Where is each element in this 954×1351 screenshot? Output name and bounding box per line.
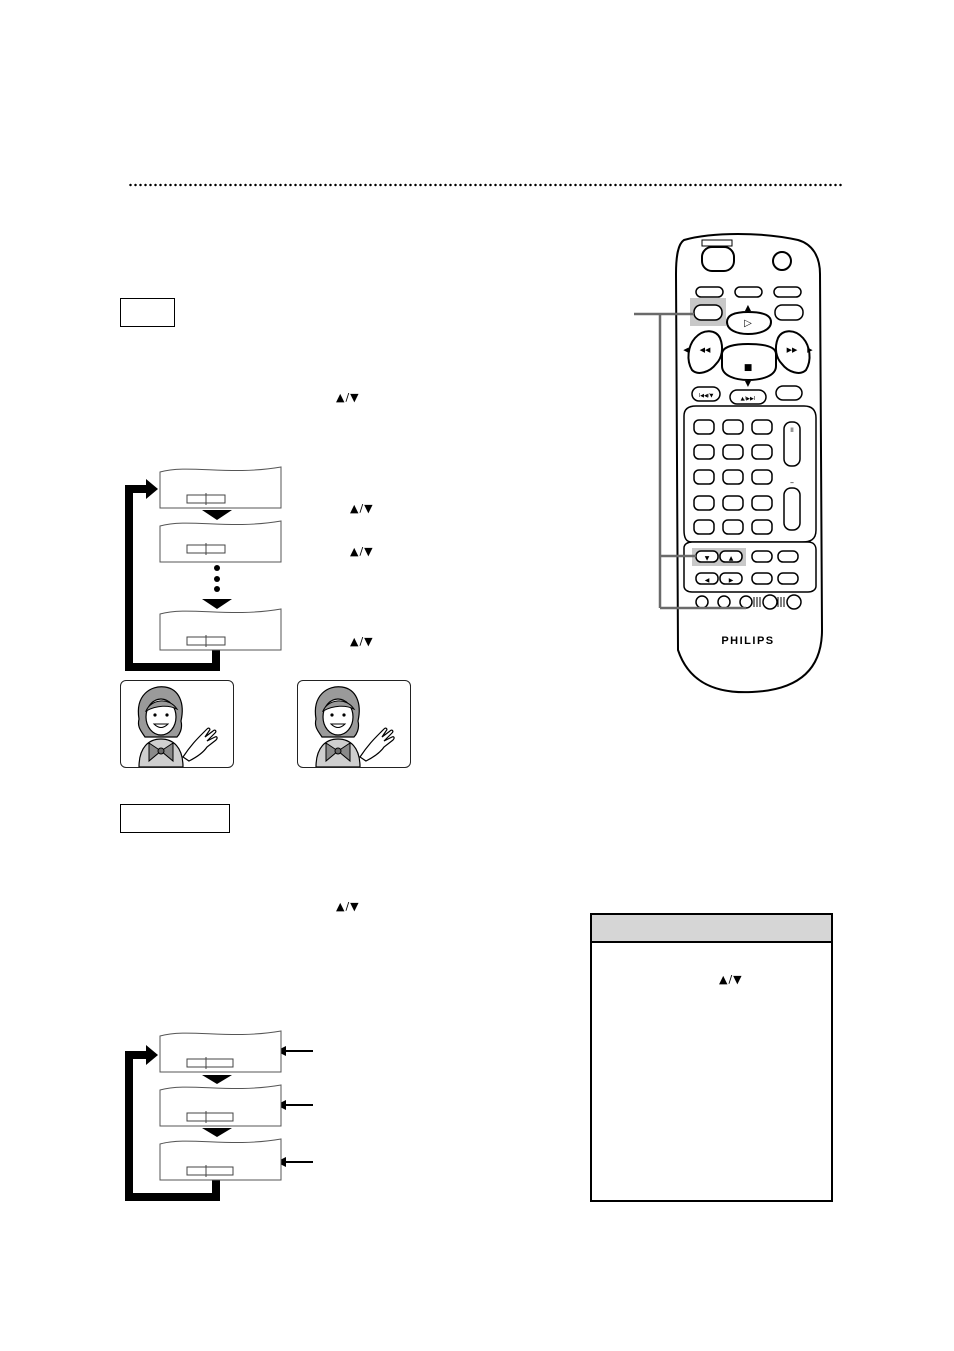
waving-girl-icon	[137, 686, 218, 767]
skip-forward-icon: ▲/▶▶I	[741, 396, 756, 402]
character-panel-left	[120, 680, 234, 768]
right-small-icon: ▶	[729, 577, 734, 584]
up-down-arrows-icon: ▲/▼	[350, 635, 374, 648]
up-arrow-icon: ▲	[745, 303, 752, 312]
hint-box: ▲/▼	[590, 913, 833, 1202]
osd-screen	[159, 604, 284, 652]
skip-back-icon: I◀◀/▼	[699, 393, 714, 399]
fast-forward-icon: ▶▶	[787, 346, 798, 354]
character-panel-right	[297, 680, 411, 768]
right-arrow-icon: ▶	[807, 346, 813, 354]
loop-arrow-icon	[125, 1045, 313, 1201]
down-arrow-icon: ▼	[745, 379, 752, 388]
waving-girl-icon	[314, 686, 395, 767]
play-icon: ▷	[744, 318, 752, 329]
flow-diagram-bottom	[120, 1025, 320, 1205]
osd-screen	[159, 516, 284, 564]
loop-arrow-icon	[125, 479, 232, 671]
flow-diagram-top	[120, 460, 290, 675]
minus-icon: –	[790, 478, 794, 487]
down-small-icon: ▼	[705, 555, 710, 562]
up-down-arrows-icon: ▲/▼	[350, 502, 374, 515]
left-small-icon: ◀	[705, 577, 710, 584]
osd-screen	[159, 462, 284, 510]
pause-icon: II	[790, 427, 794, 434]
up-down-arrows-icon: ▲/▼	[336, 391, 360, 404]
step-tag-box-wide	[120, 804, 230, 833]
brand-logo: PHILIPS	[721, 635, 774, 647]
osd-screen	[159, 1134, 284, 1182]
hint-box-header	[592, 915, 831, 943]
rewind-icon: ◀◀	[700, 346, 711, 354]
osd-screen	[159, 1080, 284, 1128]
dotted-rule	[128, 183, 842, 187]
up-down-arrows-icon: ▲/▼	[350, 545, 374, 558]
up-down-arrows-icon: ▲/▼	[336, 900, 360, 913]
up-down-arrows-icon: ▲/▼	[719, 973, 743, 986]
up-small-icon: ▲	[729, 555, 734, 562]
stop-icon: ■	[744, 363, 753, 373]
step-tag-box	[120, 298, 175, 327]
remote-control: ▲ ▷ ■ ▼ ◀◀ ▶▶ ◀ ▶ I◀◀/▼ ▲/▶▶I II – ▼	[632, 230, 832, 700]
osd-screen	[159, 1026, 284, 1074]
left-arrow-icon: ◀	[683, 346, 689, 354]
